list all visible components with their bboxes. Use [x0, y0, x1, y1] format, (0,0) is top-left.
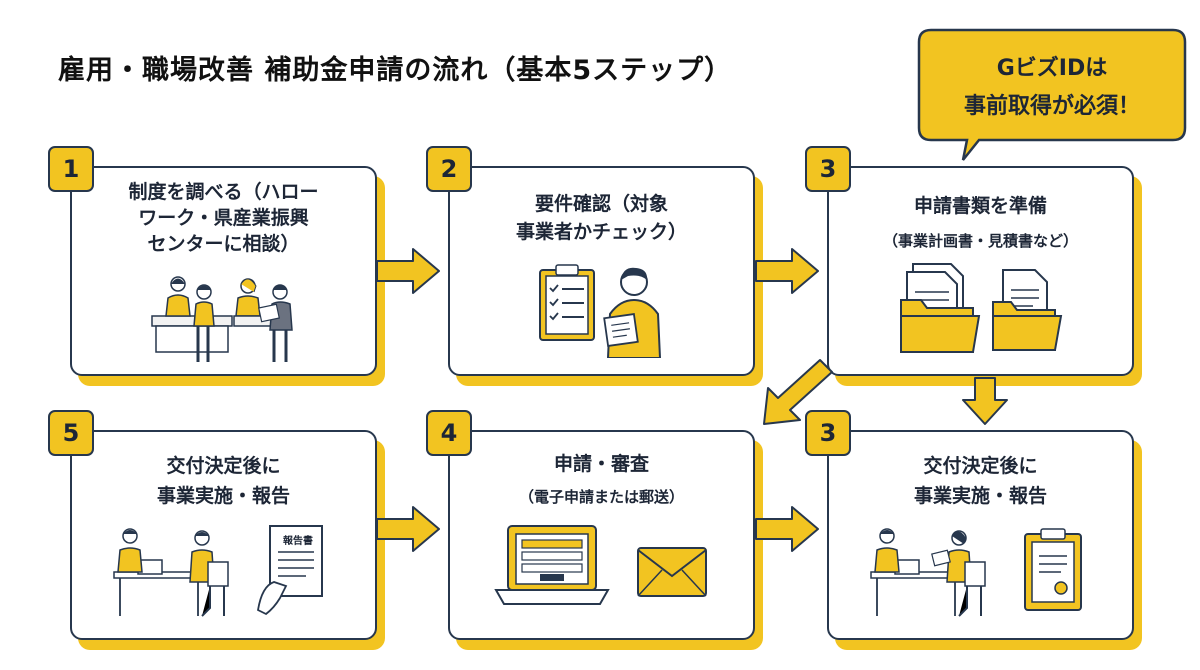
- step-card-3-implement: 3 交付決定後に 事業実施・報告: [805, 410, 1142, 650]
- arrow-down-icon: [962, 377, 1008, 425]
- callout-line-2: 事前取得が必須！: [963, 94, 1140, 119]
- step-title-line: 制度を調べる（ハロー: [128, 181, 319, 203]
- step-title-line: 事業実施・報告: [913, 485, 1047, 507]
- arrow-right-icon: [755, 506, 819, 552]
- document-folder-icon: [992, 269, 1063, 351]
- step-number-badge: 4: [426, 410, 472, 456]
- step-title-line: ワーク・県産業振興: [138, 207, 309, 229]
- callout-bubble-shape: [917, 28, 1187, 161]
- step-subtitle: （電子申請または郵送）: [518, 488, 684, 506]
- checklist-clipboard-icon: [539, 264, 595, 341]
- arrow-diagonal-icon: [763, 359, 833, 425]
- step-number-badge: 3: [805, 410, 851, 456]
- step-title-line: 事業実施・報告: [156, 485, 290, 507]
- step-title-line: 交付決定後に: [923, 455, 1038, 477]
- step-title-line: 交付決定後に: [166, 455, 281, 477]
- person-reading-icon: [603, 267, 662, 358]
- step-card-1: 1 制度を調べる（ハロー ワーク・県産業振興 センターに相談）: [48, 146, 385, 386]
- laptop-form-icon: [494, 525, 610, 605]
- step-title-line: 申請書類を準備: [913, 195, 1047, 217]
- consultation-scene-icon: [151, 276, 293, 362]
- step-number-badge: 5: [48, 410, 94, 456]
- office-meeting-icon: [113, 528, 229, 617]
- step-card-3-prepare: 3 申請書類を準備 （事業計画書・見積書など）: [805, 146, 1142, 386]
- step-title-line: 事業者かチェック）: [515, 221, 687, 243]
- step-number-badge: 1: [48, 146, 94, 192]
- step-number-badge: 2: [426, 146, 472, 192]
- envelope-icon: [637, 547, 707, 597]
- report-document-icon: [257, 525, 323, 616]
- arrow-right-icon: [376, 248, 440, 294]
- step-number-badge: 3: [805, 146, 851, 192]
- gbizid-callout: GビズIDは 事前取得が必須！: [917, 28, 1187, 163]
- step-card-5: 5 交付決定後に 事業実施・報告 報告書: [48, 410, 385, 650]
- office-meeting-icon: [870, 528, 986, 617]
- callout-line-1: GビズIDは: [996, 56, 1108, 81]
- arrow-right-icon: [376, 506, 440, 552]
- step-subtitle: （事業計画書・見積書など）: [882, 232, 1078, 250]
- arrow-right-icon: [755, 248, 819, 294]
- step-card-2: 2 要件確認（対象 事業者かチェック）: [426, 146, 763, 386]
- step-title-line: 要件確認（対象: [534, 193, 668, 215]
- step-title-line: センターに相談）: [147, 233, 300, 255]
- document-folder-icon: [900, 263, 981, 353]
- step-title-line: 申請・審査: [553, 453, 649, 475]
- page-title: 雇用・職場改善 補助金申請の流れ（基本5ステップ）: [58, 55, 733, 86]
- clipboard-certificate-icon: [1024, 528, 1082, 611]
- step-card-4: 4 申請・審査 （電子申請または郵送）: [426, 410, 763, 650]
- report-label: 報告書: [283, 536, 313, 547]
